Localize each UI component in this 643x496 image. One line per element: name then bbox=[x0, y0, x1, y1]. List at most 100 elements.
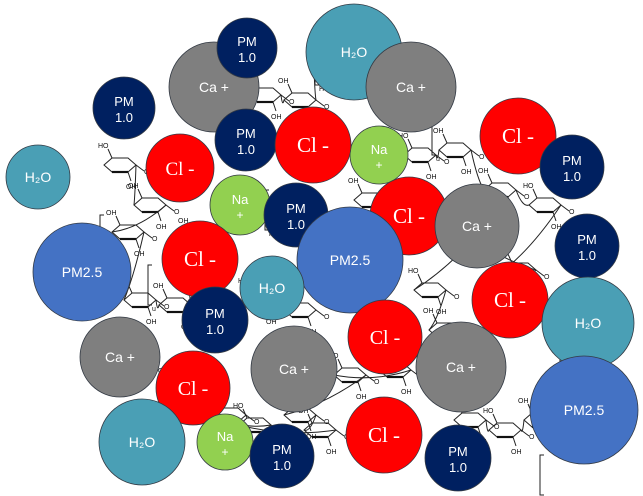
glycosidic-bond bbox=[111, 204, 167, 233]
substituent-bond bbox=[417, 273, 455, 307]
hydroxyl-label: HO bbox=[483, 408, 494, 415]
cl-label: Cl - bbox=[393, 204, 425, 228]
cl-circle bbox=[345, 396, 423, 474]
cl-circle bbox=[347, 299, 423, 375]
oxygen-label: O bbox=[324, 104, 330, 111]
repeat-subscript: u bbox=[152, 306, 156, 313]
h2o-particle: H₂O bbox=[98, 398, 186, 486]
hydroxyl-label: HO bbox=[408, 268, 419, 275]
ring-bond bbox=[413, 282, 447, 298]
ca-circle bbox=[415, 321, 507, 413]
glycosidic-bond bbox=[303, 414, 317, 431]
repeat-bracket: u bbox=[147, 264, 156, 313]
sugar-ring: HO OH O bbox=[483, 408, 535, 456]
hydroxyl-label: OH bbox=[306, 434, 317, 441]
hydroxyl-label: OH bbox=[461, 169, 472, 176]
ca-circle bbox=[79, 316, 161, 398]
pm1-label: PM bbox=[236, 126, 256, 141]
na-label: Na bbox=[232, 192, 249, 207]
oxygen-label: O bbox=[524, 194, 530, 201]
pm25-label: PM2.5 bbox=[330, 252, 371, 268]
pm1-label: 1.0 bbox=[115, 110, 133, 125]
ca-ion: Ca + bbox=[365, 41, 457, 133]
ca-ion: Ca + bbox=[434, 183, 520, 269]
hydroxyl-label: OH bbox=[278, 78, 289, 85]
pm1-label: 1.0 bbox=[273, 458, 291, 473]
cl-ion: Cl - bbox=[347, 299, 423, 375]
h2o-circle bbox=[98, 398, 186, 486]
pm1-circle bbox=[249, 423, 315, 489]
h2o-circle bbox=[5, 144, 71, 210]
pm25-particle: PM2.5 bbox=[296, 206, 404, 314]
pm1-particle: PM1.0 bbox=[554, 213, 620, 279]
pm1-circle bbox=[216, 17, 278, 79]
glycosidic-bond bbox=[520, 419, 525, 432]
hydroxyl-label: HO bbox=[98, 143, 109, 150]
ca-circle bbox=[434, 183, 520, 269]
hydroxyl-label: OH bbox=[106, 210, 117, 217]
pm1-circle bbox=[181, 286, 249, 354]
glycosidic-bond bbox=[435, 149, 440, 159]
h2o-circle bbox=[239, 255, 305, 321]
ring-bond bbox=[133, 197, 167, 213]
glycosidic-bond bbox=[283, 374, 367, 416]
pm1-particle: PM1.0 bbox=[216, 17, 278, 79]
hydroxyl-label: OH bbox=[128, 183, 139, 190]
h2o-label: H₂O bbox=[25, 169, 52, 185]
cl-label: Cl - bbox=[184, 247, 216, 271]
oxygen-label: O bbox=[529, 434, 535, 441]
na-label: + bbox=[221, 445, 228, 459]
pm1-label: 1.0 bbox=[578, 248, 596, 263]
hydroxyl-label: OH bbox=[156, 224, 167, 231]
cl-circle bbox=[274, 106, 352, 184]
hydroxyl-label: OH bbox=[401, 389, 412, 396]
cl-ion: Cl - bbox=[345, 396, 423, 474]
ca-label: Ca + bbox=[462, 218, 492, 234]
hydroxyl-label: HO bbox=[398, 133, 409, 140]
pm1-label: PM bbox=[448, 444, 468, 459]
glycosidic-bond bbox=[333, 369, 412, 379]
na-label: + bbox=[236, 208, 243, 222]
repeat-subscript: u bbox=[436, 156, 440, 163]
glycosidic-bond bbox=[133, 164, 137, 206]
hydroxyl-label: OH bbox=[356, 394, 367, 401]
na-ion: Na+ bbox=[196, 413, 254, 471]
ring-bond bbox=[528, 197, 562, 213]
h2o-label: H₂O bbox=[259, 280, 286, 296]
pm1-particle: PM1.0 bbox=[249, 423, 315, 489]
na-label: Na bbox=[217, 429, 234, 444]
bracket-line bbox=[539, 454, 544, 496]
bracket-line bbox=[147, 264, 152, 306]
pm25-circle bbox=[32, 222, 132, 322]
hydroxyl-label: OH bbox=[426, 174, 437, 181]
pm25-circle bbox=[296, 206, 404, 314]
hydroxyl-label: OH bbox=[511, 449, 522, 456]
h2o-particle: H₂O bbox=[239, 255, 305, 321]
hydroxyl-label: OH bbox=[271, 114, 282, 121]
glycosidic-bond bbox=[123, 231, 145, 301]
oxygen-label: O bbox=[544, 274, 550, 281]
pm1-label: PM bbox=[562, 153, 582, 168]
substituent-bond bbox=[407, 138, 445, 172]
na-label: Na bbox=[371, 142, 388, 157]
na-label: + bbox=[375, 158, 382, 172]
cl-ion: Cl - bbox=[155, 350, 231, 426]
oxygen-label: O bbox=[494, 424, 500, 431]
cl-label: Cl - bbox=[494, 288, 526, 312]
ca-ion: Ca + bbox=[415, 321, 507, 413]
hydroxyl-label: OH bbox=[348, 178, 359, 185]
pm1-label: PM bbox=[237, 34, 257, 49]
hydroxyl-label: OH bbox=[178, 218, 189, 225]
pm1-particle: PM1.0 bbox=[92, 76, 156, 140]
ring-bond bbox=[111, 224, 145, 240]
glycosidic-bond bbox=[485, 419, 490, 432]
hydroxyl-label: OH bbox=[433, 128, 444, 135]
cl-label: Cl - bbox=[297, 133, 329, 157]
hydroxyl-label: OH bbox=[423, 308, 434, 315]
pm25-label: PM2.5 bbox=[62, 264, 103, 280]
ring-bond bbox=[438, 142, 472, 158]
ca-label: Ca + bbox=[105, 349, 135, 365]
hydroxyl-label: HO bbox=[233, 403, 244, 410]
pm1-label: 1.0 bbox=[449, 460, 467, 475]
